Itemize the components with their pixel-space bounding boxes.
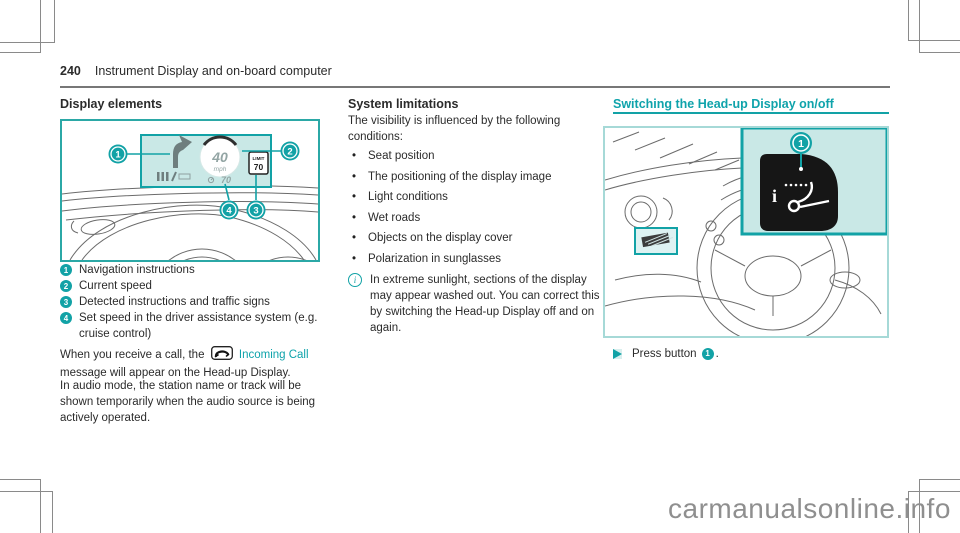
- cropmark-top-left-b: [0, 0, 55, 43]
- cropmark-top-right-a: [908, 0, 960, 41]
- hud-legend-list: 1 Navigation instructions 2 Current spee…: [60, 262, 326, 342]
- header-rule: [60, 86, 890, 88]
- bullet-text: The positioning of the display image: [368, 170, 552, 183]
- legend-item-1: 1 Navigation instructions: [60, 262, 326, 278]
- bullet-text: Wet roads: [368, 211, 421, 224]
- incoming-call-paragraph: When you receive a call, the Incoming Ca…: [60, 346, 326, 381]
- hud-set-speed-value: 70: [221, 175, 231, 185]
- instruction-period: .: [715, 348, 719, 360]
- watermark: carmanualsonline.info: [668, 493, 951, 524]
- hud-speed-unit: mph: [214, 166, 227, 173]
- svg-text:4: 4: [226, 206, 232, 217]
- bullet-text: Polarization in sunglasses: [368, 252, 501, 265]
- hud-set-speed: 70: [207, 175, 231, 185]
- button-illustration-svg: i 1: [604, 126, 889, 345]
- hud-speed-value: 40: [211, 149, 228, 165]
- phone-icon: [210, 346, 233, 365]
- cropmark-bottom-left-b: [0, 491, 53, 533]
- page-number: 240: [60, 64, 81, 78]
- legend-marker-3: 3: [60, 296, 72, 308]
- header-title: Instrument Display and on-board computer: [94, 64, 332, 78]
- legend-text-4: Set speed in the driver assistance syste…: [79, 312, 318, 340]
- bullet-text: Seat position: [368, 150, 435, 162]
- svg-text:3: 3: [253, 206, 258, 217]
- legend-marker-2: 2: [60, 280, 72, 292]
- svg-text:1: 1: [115, 150, 121, 161]
- speed-limit-sign: LIMIT 70: [248, 151, 269, 175]
- dash-button-highlight: [634, 227, 678, 255]
- cropmark-bottom-right-b: [919, 479, 960, 533]
- bullet-text: Light conditions: [368, 191, 448, 203]
- callout-3: 3: [246, 200, 266, 220]
- left-column-heading: Display elements: [60, 97, 163, 111]
- audio-mode-paragraph: In audio mode, the station name or track…: [60, 380, 316, 424]
- bullet-icon: •: [352, 191, 357, 203]
- limit-sign-value: 70: [254, 162, 264, 172]
- info-icon: i: [348, 273, 362, 287]
- hud-display-illustration: 40 mph 70 LIMIT 70: [60, 119, 339, 358]
- bullet-item: • Wet roads: [348, 210, 600, 226]
- bullet-icon: •: [352, 211, 357, 224]
- svg-text:1: 1: [798, 138, 804, 150]
- legend-text-1: Navigation instructions: [79, 264, 195, 276]
- legend-marker-4: 4: [60, 312, 72, 324]
- instruction-text: Press button: [632, 348, 697, 360]
- hud-speed-dial: 40 mph: [199, 135, 241, 178]
- page-header: 240 Instrument Display and on-board compu…: [60, 64, 890, 78]
- nav-arrow-icon: [157, 135, 192, 182]
- triangle-bullet-icon: [613, 349, 622, 359]
- middle-column-heading: System limitations: [348, 97, 459, 111]
- bullet-item: • Light conditions: [348, 189, 600, 205]
- legend-item-2: 2 Current speed: [60, 278, 326, 294]
- svg-text:2: 2: [287, 147, 292, 158]
- bullet-item: • Seat position: [348, 148, 600, 164]
- limitations-bullet-list: • Seat position • The positioning of the d…: [348, 148, 600, 271]
- callout-1: 1: [790, 132, 812, 154]
- cropmark-top-right-b: [919, 0, 960, 53]
- bullet-icon: •: [352, 252, 357, 265]
- incoming-call-link[interactable]: Incoming Call: [238, 349, 309, 361]
- legend-item-3: 3 Detected instructions and traffic sign…: [60, 294, 326, 310]
- bullet-item: • Objects on the display cover: [348, 230, 600, 246]
- bullet-item: • Polarization in sunglasses: [348, 251, 600, 267]
- cropmark-top-left-a: [0, 0, 41, 53]
- cropmark-bottom-left-a: [0, 479, 41, 533]
- heading-underline: [613, 112, 889, 114]
- legend-text-3: Detected instructions and traffic signs: [79, 296, 270, 308]
- svg-text:i: i: [772, 186, 777, 206]
- callout-1: 1: [108, 144, 128, 164]
- call-para-after: message will appear on the Head-up Displ…: [60, 367, 291, 379]
- limit-sign-label: LIMIT: [253, 156, 265, 161]
- bullet-icon: •: [352, 150, 357, 162]
- callout-2: 2: [280, 141, 300, 161]
- hud-button-icon: i: [772, 181, 830, 213]
- hud-on-off-button[interactable]: i: [760, 154, 838, 231]
- bullet-item: • The positioning of the display image: [348, 169, 600, 185]
- bullet-icon: •: [352, 232, 357, 244]
- note-text: In extreme sunlight, sections of the dis…: [370, 274, 600, 334]
- sunlight-note: i In extreme sunlight, sections of the d…: [348, 272, 602, 336]
- instruction-callout-badge: 1: [701, 348, 714, 360]
- bullet-icon: •: [352, 170, 357, 183]
- bullet-text: Objects on the display cover: [368, 232, 513, 244]
- hud-illustration-svg: 40 mph 70 LIMIT 70: [61, 134, 339, 358]
- legend-item-4: 4 Set speed in the driver assistance sys…: [60, 310, 326, 342]
- hud-button-illustration: i 1: [603, 126, 889, 345]
- system-limitations-intro: The visibility is influenced by the foll…: [348, 115, 561, 143]
- callout-4: 4: [219, 200, 239, 220]
- call-para-before: When you receive a call, the: [60, 349, 205, 361]
- legend-text-2: Current speed: [79, 280, 152, 292]
- right-column-heading: Switching the Head-up Display on/off: [613, 97, 834, 111]
- cropmark-bottom-right-a: [908, 491, 960, 533]
- press-button-instruction: Press button 1 .: [613, 346, 890, 362]
- legend-marker-1: 1: [60, 264, 72, 276]
